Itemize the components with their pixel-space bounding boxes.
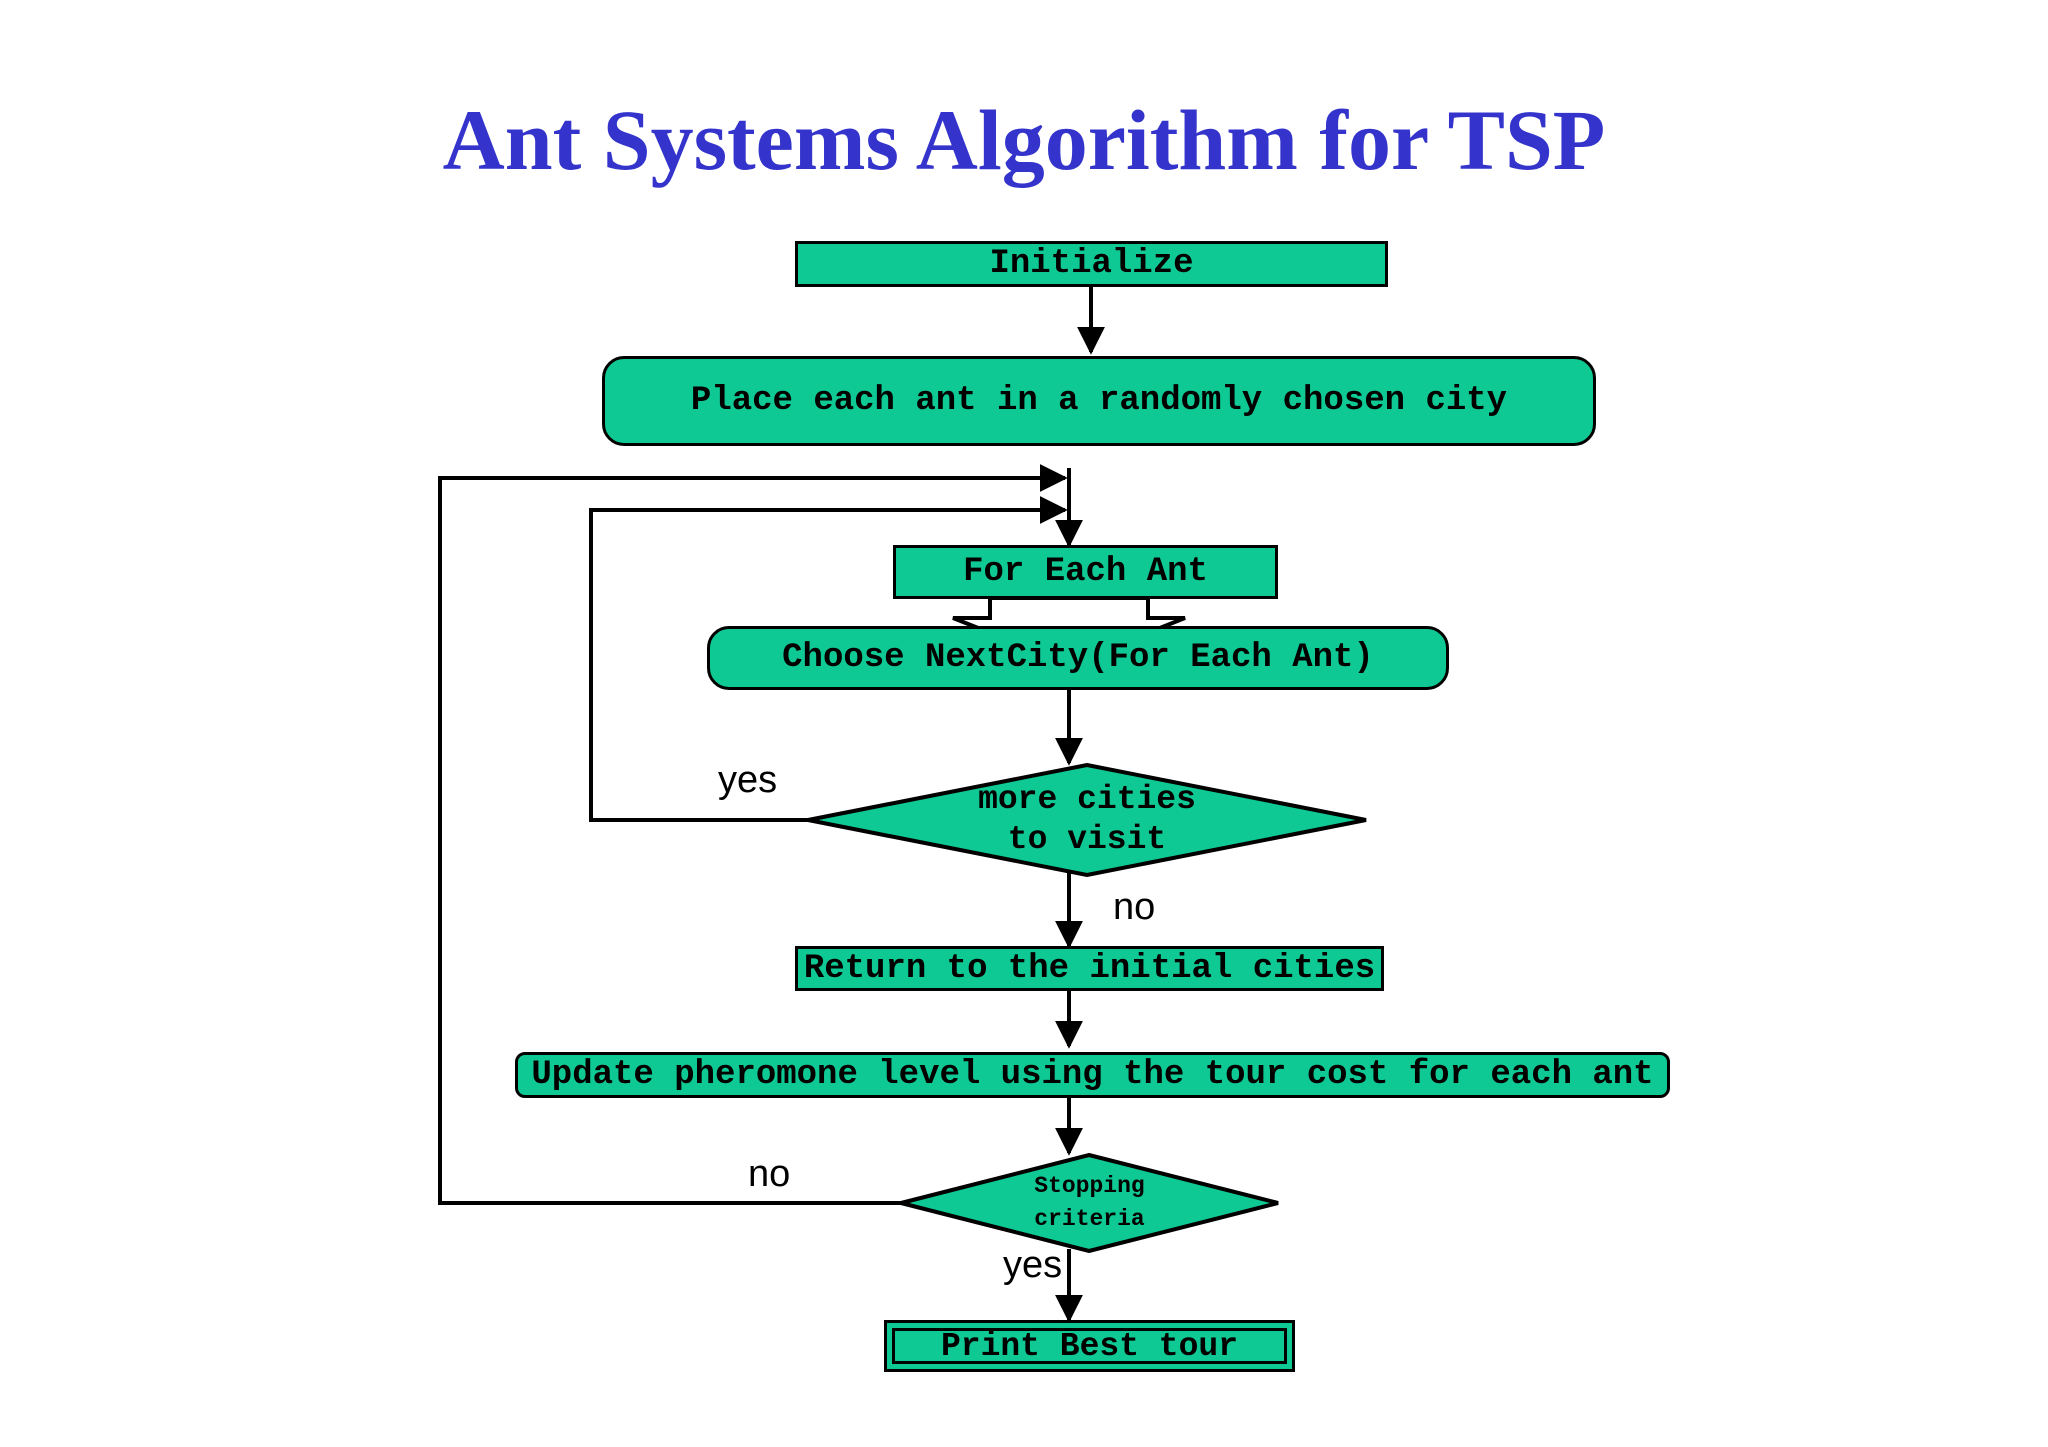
node-stopping-criteria[interactable]: Stopping criteria <box>899 1153 1280 1253</box>
node-choose-next-city[interactable]: Choose NextCity(For Each Ant) <box>707 626 1449 690</box>
node-return-to-initial-cities-label: Return to the initial cities <box>803 949 1376 988</box>
node-for-each-ant[interactable]: For Each Ant <box>893 545 1278 599</box>
node-print-best-tour-label: Print Best tour <box>940 1327 1239 1365</box>
edge-label-stopping-yes: yes <box>1003 1244 1063 1286</box>
node-for-each-ant-label: For Each Ant <box>963 553 1208 591</box>
more-cities-diamond-shape <box>807 763 1367 877</box>
edge-label-more-cities-no: no <box>1113 886 1156 928</box>
node-initialize[interactable]: Initialize <box>795 241 1388 287</box>
node-return-to-initial-cities[interactable]: Return to the initial cities <box>795 946 1384 991</box>
node-initialize-label: Initialize <box>989 245 1194 283</box>
node-choose-next-city-label: Choose NextCity(For Each Ant) <box>782 639 1374 677</box>
node-print-best-tour[interactable]: Print Best tour <box>884 1320 1295 1372</box>
node-more-cities-to-visit[interactable]: more cities to visit <box>806 763 1368 877</box>
node-update-pheromone-label: Update pheromone level using the tour co… <box>531 1056 1654 1094</box>
node-place-each-ant[interactable]: Place each ant in a randomly chosen city <box>602 356 1596 446</box>
page-title: Ant Systems Algorithm for TSP <box>442 92 1606 188</box>
stopping-criteria-diamond-shape <box>900 1153 1279 1253</box>
node-print-best-tour-inner: Print Best tour <box>892 1327 1287 1365</box>
edge-label-stopping-no: no <box>748 1153 791 1195</box>
node-place-each-ant-label: Place each ant in a randomly chosen city <box>690 382 1508 420</box>
edge-label-more-cities-yes: yes <box>718 759 778 801</box>
node-update-pheromone[interactable]: Update pheromone level using the tour co… <box>515 1052 1670 1098</box>
